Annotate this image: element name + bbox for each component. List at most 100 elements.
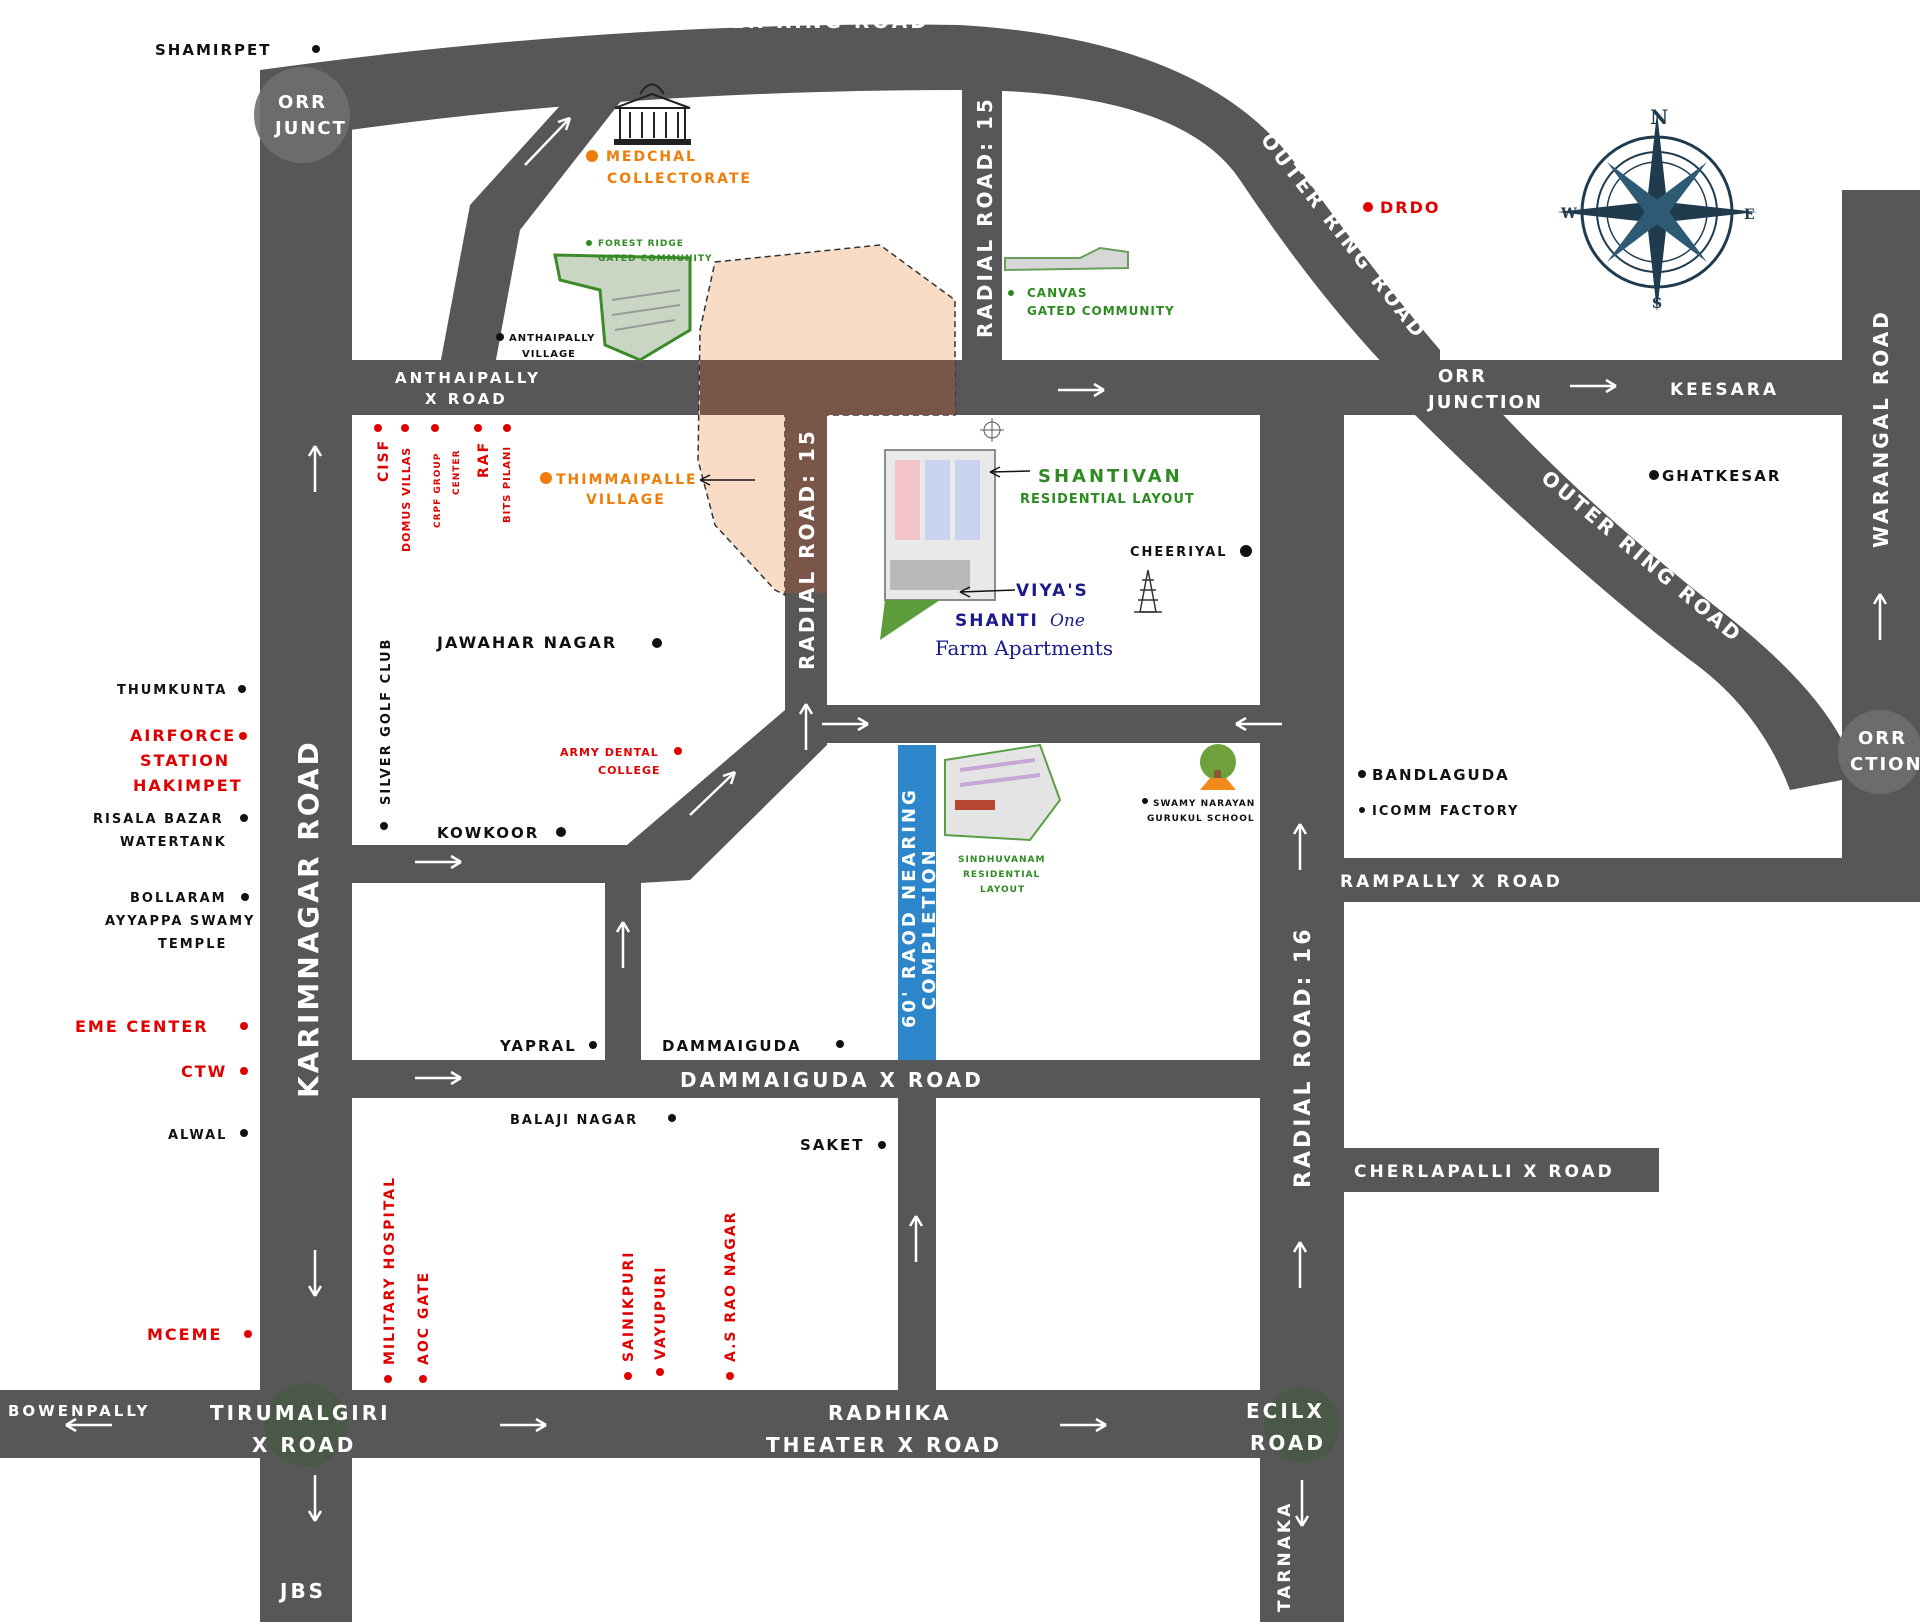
canvas-label-2: GATED COMMUNITY [1027, 304, 1175, 318]
silver-golf-label: SILVER GOLF CLUB [379, 638, 394, 805]
mceme-label: MCEME [147, 1325, 222, 1344]
location-dot-icon [1358, 770, 1366, 778]
swamy-narayan-label-1: SWAMY NARAYAN [1153, 799, 1255, 809]
anthaipally-x-road-label-1: ANTHAIPALLY [395, 369, 541, 387]
location-dot-icon [668, 1114, 676, 1122]
kowkoor-road [352, 845, 642, 883]
canvas-label-1: CANVAS [1027, 286, 1088, 300]
alwal-label: ALWAL [168, 1128, 227, 1143]
cheeriyal-label: CHEERIYAL [1130, 545, 1228, 560]
location-dot-icon [431, 424, 439, 432]
location-dot-icon [419, 1375, 427, 1383]
as-rao-nagar-label: A.S RAO NAGAR [723, 1211, 739, 1362]
bandlaguda-label: BANDLAGUDA [1372, 766, 1510, 784]
kowkoor-label: KOWKOOR [437, 824, 539, 842]
jbs-label: JBS [278, 1579, 326, 1603]
thimmaipalle-label-2: VILLAGE [586, 492, 666, 508]
radhika-label-2: THEATER X ROAD [766, 1433, 1002, 1457]
shamirpet-label: SHAMIRPET [155, 41, 272, 59]
location-dot-icon [240, 1129, 248, 1137]
radhika-label-1: RADHIKA [828, 1401, 952, 1425]
cherlapalli-x-road-band [1344, 1148, 1659, 1192]
keesara-label: KEESARA [1670, 380, 1779, 400]
location-dot-icon [1363, 202, 1373, 212]
location-dot-icon [496, 333, 504, 341]
direction-arrow-icon [524, 116, 572, 166]
bits-label: BITS PILANI [502, 446, 513, 523]
orr-junct-right-label-1: ORR [1858, 728, 1907, 749]
location-dot-icon [240, 814, 248, 822]
location-dot-icon [1649, 470, 1659, 480]
location-dot-icon [1240, 545, 1252, 557]
farm-apartments-label: Farm Apartments [935, 636, 1113, 660]
location-dot-icon [540, 472, 552, 484]
location-dot-icon [589, 1041, 597, 1049]
sixty-feet-road [898, 745, 936, 1060]
sindhuvanam-label-1: SINDHUVANAM [958, 855, 1045, 865]
anthaipally-x-road [260, 360, 1920, 415]
airforce-label-2: STATION [140, 751, 230, 770]
location-dot-icon [836, 1040, 844, 1048]
army-dental-label-1: ARMY DENTAL [560, 746, 659, 759]
rampally-x-road-label: RAMPALLY X ROAD [1340, 872, 1563, 892]
army-dental-label-2: COLLEGE [598, 764, 661, 777]
forest-ridge-layout-icon [553, 253, 692, 362]
one-label: One [1050, 611, 1085, 631]
radial-road-16-label: RADIAL ROAD: 16 [1291, 926, 1316, 1188]
crpf-label-1: CRPF GROUP [433, 453, 443, 528]
direction-arrow-icon [689, 770, 737, 816]
shantivan-layout-icon [880, 449, 996, 640]
jbs-road [260, 1458, 352, 1622]
location-dot-icon [1142, 798, 1148, 804]
orr-junction-label-1: ORR [1438, 366, 1487, 387]
location-dot-icon [374, 424, 382, 432]
sixty-feet-road-label-2: COMPLETION [919, 847, 940, 1010]
location-dot-icon [586, 150, 598, 162]
sainikpuri-label: SAINIKPURI [621, 1250, 637, 1362]
location-dot-icon [652, 638, 662, 648]
location-dot-icon [1008, 290, 1014, 296]
location-dot-icon [380, 822, 388, 830]
canvas-layout-icon [1004, 246, 1129, 272]
tirumalgiri-label-2: X ROAD [252, 1433, 356, 1457]
radial-road-15-top [962, 45, 1002, 365]
anthaipally-village-label-1: ANTHAIPALLY [509, 333, 595, 344]
location-dot-icon [312, 45, 320, 53]
location-dot-icon [474, 424, 482, 432]
thimmaipalle-label-1: THIMMAIPALLE [556, 472, 698, 488]
orr-junction-label-2: JUNCTION [1426, 392, 1543, 413]
karimnagar-road [260, 70, 352, 1622]
tirumalgiri-label-1: TIRUMALGIRI [210, 1401, 391, 1425]
location-dots [238, 45, 1659, 1383]
karimnagar-road-label: KARIMNAGAR ROAD [292, 739, 325, 1098]
dammaiguda-diagonal-road [627, 710, 827, 883]
location-dot-icon [401, 424, 409, 432]
pointer-arrow-viya [959, 586, 1016, 598]
direction-arrows [64, 116, 1888, 1528]
place-labels: SHAMIRPET MEDCHAL COLLECTORATE FOREST RI… [75, 41, 1779, 1365]
dammaiguda-x-road-label: DAMMAIGUDA X ROAD [680, 1068, 984, 1092]
plot-road-overlap [700, 360, 955, 415]
airforce-label-1: AIRFORCE [130, 726, 236, 745]
tarnaka-label: TARNAKA [1275, 1501, 1295, 1612]
cherlapalli-x-road-label: CHERLAPALLI X ROAD [1354, 1162, 1615, 1182]
radial-road-15-mid-label: RADIAL ROAD: 15 [795, 428, 819, 670]
risala-label-1: RISALA BAZAR [93, 812, 224, 827]
orr-junction-right-circle [1838, 710, 1920, 794]
location-dot-icon [624, 1372, 632, 1380]
shantivan-label-1: SHANTIVAN [1038, 466, 1183, 487]
school-tree-icon [1200, 744, 1236, 790]
outer-ring-road-diagonal [1400, 360, 1842, 790]
jawahar-nagar-label: JAWAHAR NAGAR [436, 633, 617, 652]
location-dot-icon [556, 827, 566, 837]
bowenpally-label: BOWENPALLY [8, 1402, 150, 1420]
swamy-narayan-label-2: GURUKUL SCHOOL [1147, 814, 1255, 824]
compass-west: W [1560, 206, 1577, 222]
sindhuvanam-label-2: RESIDENTIAL [963, 870, 1040, 880]
thumkunta-label: THUMKUNTA [117, 683, 227, 698]
compass-south: S [1652, 296, 1662, 312]
compass-rose-icon: N E S W [1557, 105, 1757, 312]
ctw-label: CTW [181, 1062, 227, 1081]
viya-label: VIYA'S [1016, 581, 1089, 601]
anthaipally-x-road-label-2: X ROAD [425, 390, 508, 408]
